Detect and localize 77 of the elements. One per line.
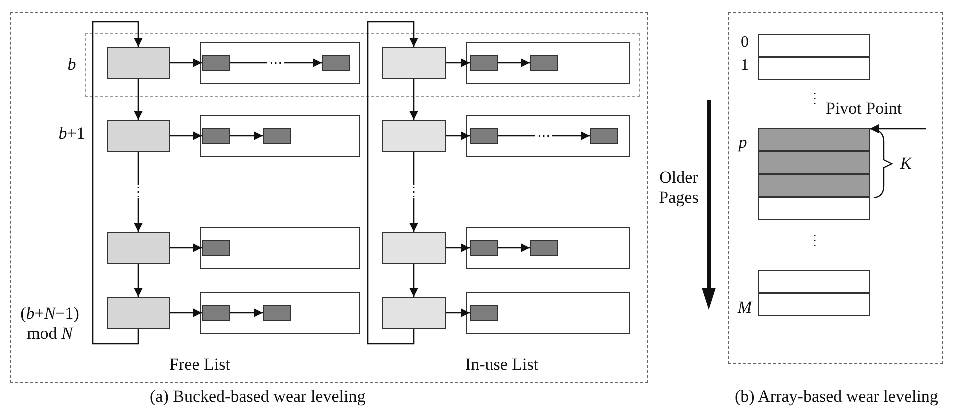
list-box: [200, 292, 360, 334]
bucket-head-box: [107, 232, 170, 264]
page-block: [202, 240, 230, 256]
arrow: [446, 58, 470, 68]
arrow: [446, 132, 470, 140]
bucket-head-box: [382, 297, 446, 329]
list-box: [200, 115, 360, 157]
page-block: [470, 54, 498, 70]
list-box: [466, 292, 630, 334]
bucket-head-box: [107, 47, 170, 79]
arrow: [870, 124, 926, 134]
label-text: p: [736, 133, 748, 153]
label-text: Pivot Point: [826, 99, 904, 119]
list-box: [200, 42, 360, 84]
arrow: [230, 308, 263, 318]
arrow: [170, 308, 202, 318]
arrow: [498, 58, 530, 68]
label-text: ⋮: [808, 92, 818, 108]
list-box: [466, 227, 630, 269]
arrow: [170, 244, 202, 252]
arrow: [498, 132, 590, 140]
array-cell: [758, 174, 870, 197]
label-text: M: [736, 298, 754, 318]
arrow: [410, 264, 418, 297]
label-text: Older Pages: [658, 168, 700, 208]
bucket-head-box: [107, 297, 170, 329]
label-text: b+1: [58, 124, 86, 144]
list-box: [466, 115, 630, 157]
array-cell: [758, 197, 870, 220]
arrow: [446, 244, 470, 252]
label-text: ⋮: [808, 234, 818, 250]
arrow: [134, 152, 143, 232]
array-cell: [758, 34, 870, 57]
page-block: [262, 128, 290, 144]
label-text: (a) Bucked-based wear leveling: [150, 387, 367, 407]
label-text: 1: [740, 57, 750, 76]
arrow: [230, 58, 322, 68]
page-block: [470, 240, 498, 256]
page-block: [262, 304, 290, 320]
bucket-head-box: [382, 120, 446, 152]
page-block: [202, 304, 230, 320]
arrow: [498, 244, 530, 252]
label-text: b: [66, 55, 78, 75]
array-cell: [758, 293, 870, 316]
arrow: [92, 21, 143, 345]
page-block: [202, 54, 230, 70]
array-cell: [758, 57, 870, 80]
list-box: [466, 42, 630, 84]
arrow: [230, 132, 263, 140]
array-cell: [758, 270, 870, 293]
label-text: K: [899, 154, 914, 174]
label-text: (b+N−1) mod N: [20, 304, 80, 344]
arrow: [410, 79, 418, 120]
label-text: (b) Array-based wear leveling: [735, 387, 940, 407]
list-box: [200, 227, 360, 269]
arrow: [170, 132, 202, 140]
page-block: [530, 54, 558, 70]
label-text: In-use List: [464, 355, 540, 375]
bucket-head-box: [382, 47, 446, 79]
bucket-head-box: [382, 232, 446, 264]
arrow: [367, 21, 418, 345]
arrow: [134, 79, 143, 120]
arrow: [446, 308, 470, 318]
arrow: [410, 152, 418, 232]
arrow: [134, 264, 143, 297]
array-cell: [758, 128, 870, 151]
page-block: [590, 128, 618, 144]
page-block: [202, 128, 230, 144]
bucket-head-box: [107, 120, 170, 152]
page-block: [530, 240, 558, 256]
page-block: [470, 128, 498, 144]
arrow: [170, 58, 202, 68]
label-text: 0: [740, 34, 750, 52]
page-block: [470, 304, 498, 320]
array-cell: [758, 151, 870, 174]
page-block: [322, 54, 350, 70]
label-text: Free List: [168, 355, 232, 375]
